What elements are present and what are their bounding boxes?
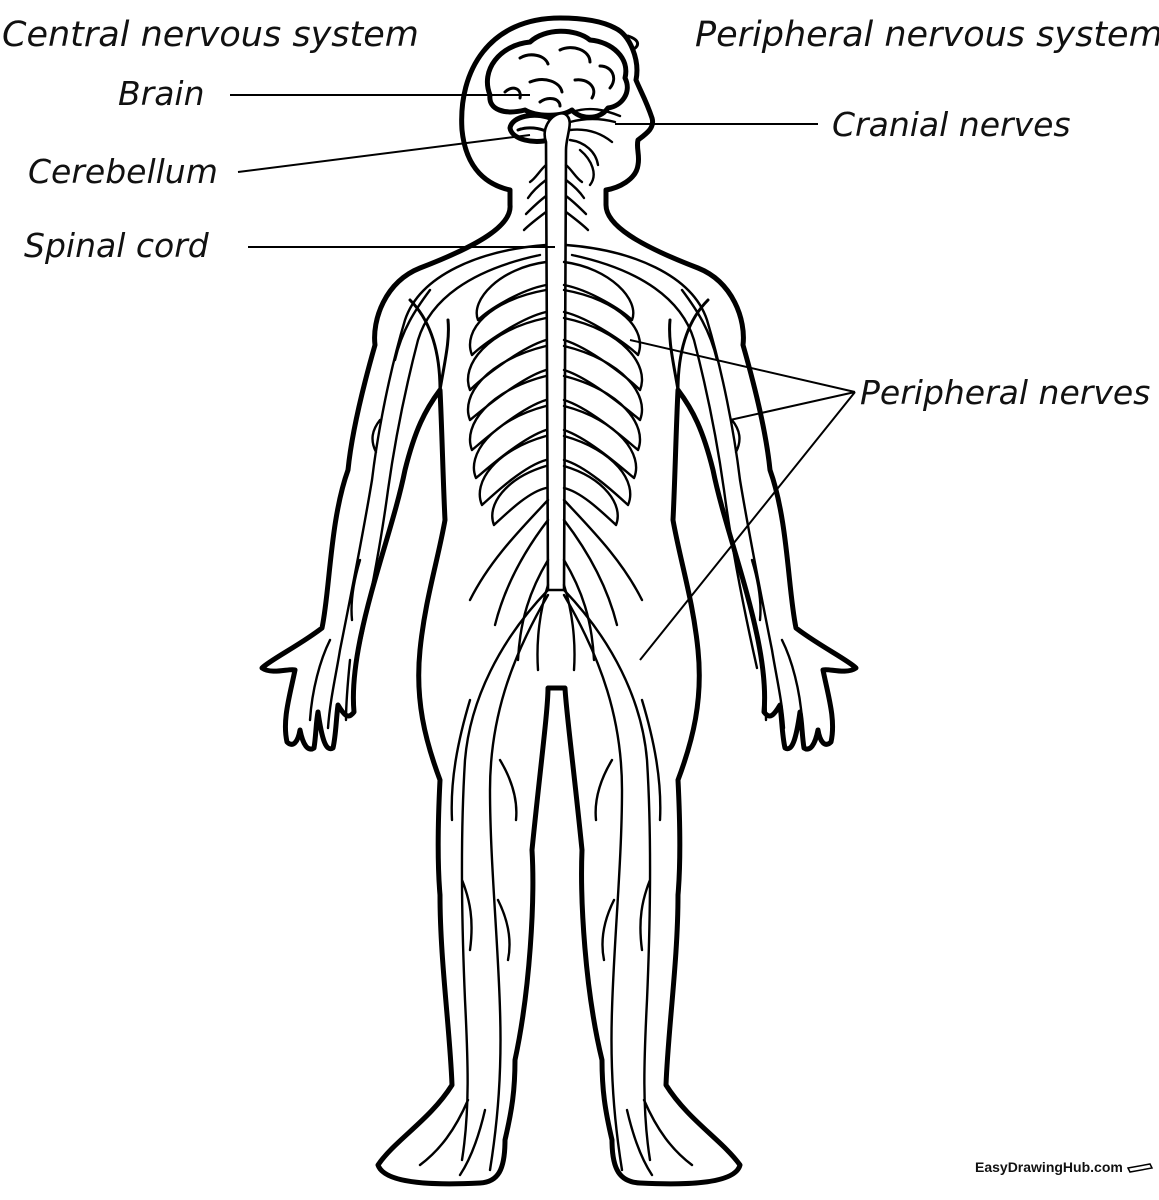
face-detail	[626, 34, 639, 52]
cranial-nerves	[568, 107, 622, 187]
arm-nerves-left	[308, 243, 548, 730]
leader-peripheral-nerves	[629, 339, 856, 661]
label-cranial-nerves: Cranial nerves	[832, 105, 1071, 144]
pencil-icon	[1126, 1163, 1154, 1173]
neck-nerves	[522, 163, 590, 232]
label-spinal-cord: Spinal cord	[24, 226, 210, 265]
thoracic-nerves-right	[562, 260, 644, 527]
heading-peripheral-nervous-system: Peripheral nervous system	[695, 15, 1159, 55]
label-brain: Brain	[118, 74, 205, 113]
lumbar-nerves	[468, 498, 644, 672]
leader-cerebellum	[237, 134, 531, 173]
heading-central-nervous-system: Central nervous system	[2, 15, 419, 55]
label-peripheral-nerves: Peripheral nerves	[860, 373, 1150, 412]
watermark-text: EasyDrawingHub.com	[975, 1159, 1123, 1175]
arm-nerves-right	[564, 243, 804, 730]
torso-contours	[408, 298, 710, 392]
spinal-cord	[543, 112, 572, 592]
leg-nerves-left	[418, 588, 550, 1177]
label-cerebellum: Cerebellum	[28, 152, 218, 191]
brain-folds	[503, 46, 616, 108]
leg-nerves-right	[562, 588, 694, 1177]
thoracic-nerves-left	[466, 260, 548, 527]
